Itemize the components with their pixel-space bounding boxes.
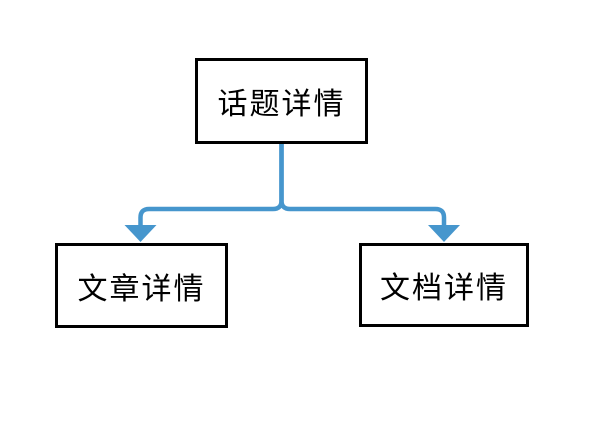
node-topic-detail: 话题详情 xyxy=(195,58,368,144)
node-document-detail: 文档详情 xyxy=(359,243,529,327)
node-document-detail-label: 文档详情 xyxy=(380,272,508,305)
arrowhead-article-icon xyxy=(124,225,157,242)
edge-topic-to-document xyxy=(279,144,447,226)
node-topic-detail-label: 话题详情 xyxy=(217,88,346,121)
edge-topic-to-article xyxy=(138,144,284,226)
node-article-detail: 文章详情 xyxy=(55,243,228,328)
arrowhead-document-icon xyxy=(428,225,460,242)
node-article-detail-label: 文章详情 xyxy=(77,272,206,306)
